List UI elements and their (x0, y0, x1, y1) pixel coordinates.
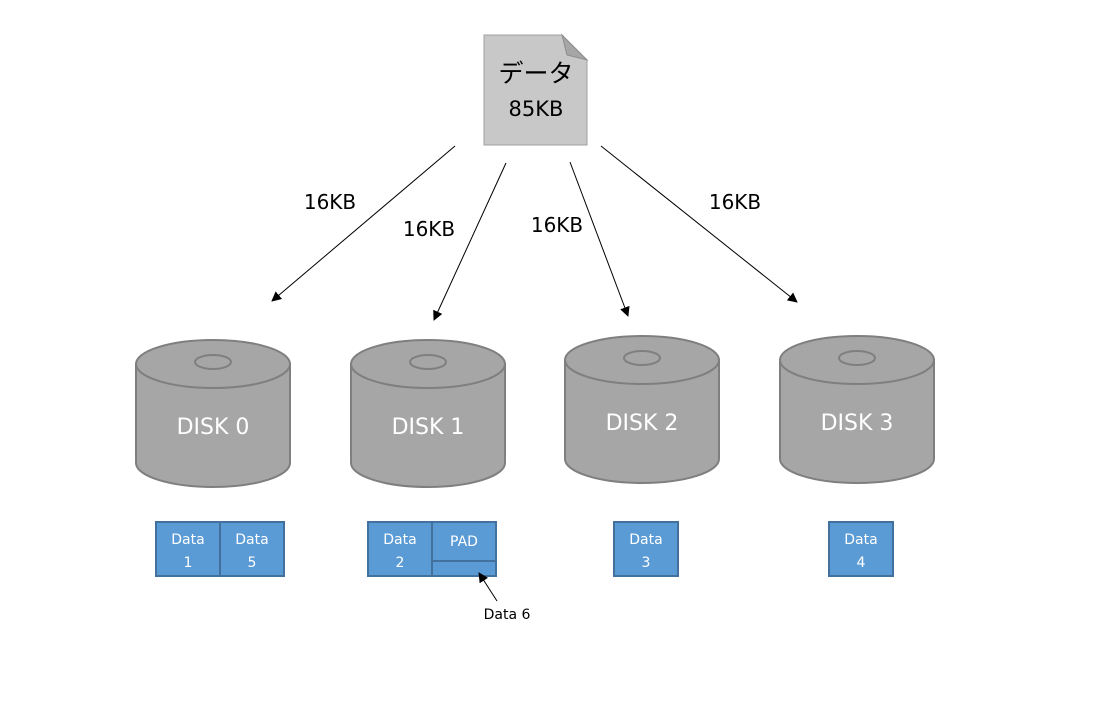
arrow-label-disk1: 16KB (403, 217, 455, 241)
block-data-5: Data 5 (219, 521, 285, 577)
block-number: 1 (184, 555, 193, 571)
disk-body (564, 359, 720, 484)
block-rect (431, 521, 497, 562)
block-number: 2 (396, 555, 405, 571)
arrow-label-disk3: 16KB (709, 190, 761, 214)
arrow-to-disk0 (271, 145, 456, 302)
source-size: 85KB (509, 97, 564, 121)
disk-0: DISK 0 (135, 339, 291, 488)
disk-spindle-icon (623, 350, 661, 366)
block-data-4: Data 4 (828, 521, 894, 577)
block-number: 4 (857, 555, 866, 571)
arrow-to-disk3 (600, 145, 798, 303)
block-rect (828, 521, 894, 577)
disk-body (350, 363, 506, 488)
block-label: PAD (450, 534, 478, 550)
block-rect (155, 521, 221, 577)
disk-body (135, 363, 291, 488)
block-data-1: Data 1 (155, 521, 221, 577)
callout-arrow (478, 572, 498, 602)
disk-3: DISK 3 (779, 335, 935, 484)
block-data-6 (431, 560, 497, 577)
disk-1: DISK 1 (350, 339, 506, 488)
arrow-to-disk1 (433, 162, 507, 321)
disk-spindle-icon (838, 350, 876, 366)
block-rect (431, 560, 497, 577)
block-data-3: Data 3 (613, 521, 679, 577)
block-number: 3 (642, 555, 651, 571)
disk-label: DISK 2 (606, 411, 679, 436)
block-label: Data (235, 532, 268, 548)
block-rect (219, 521, 285, 577)
disk-label: DISK 1 (392, 415, 465, 440)
disk-spindle-icon (409, 354, 447, 370)
disk-label: DISK 3 (821, 411, 894, 436)
document-fold-icon (561, 33, 589, 61)
block-label: Data (171, 532, 204, 548)
block-rect (613, 521, 679, 577)
arrow-to-disk2 (569, 161, 630, 317)
disk-label: DISK 0 (177, 415, 250, 440)
source-title: データ (498, 59, 573, 88)
arrow-label-disk2: 16KB (531, 213, 583, 237)
callout-label: Data 6 (484, 607, 531, 623)
block-data-2: Data 2 (367, 521, 433, 577)
source-document: データ 85KB (483, 33, 589, 146)
disk-2: DISK 2 (564, 335, 720, 484)
document-icon (483, 34, 588, 146)
arrow-label-disk0: 16KB (304, 190, 356, 214)
disk-spindle-icon (194, 354, 232, 370)
disk-top (350, 339, 506, 389)
block-label: Data (383, 532, 416, 548)
disk-body (779, 359, 935, 484)
block-label: Data (844, 532, 877, 548)
block-number: 5 (248, 555, 257, 571)
block-rect (367, 521, 433, 577)
disk-top (779, 335, 935, 385)
disk-top (135, 339, 291, 389)
disk-top (564, 335, 720, 385)
block-label: Data (629, 532, 662, 548)
block-pad: PAD (431, 521, 497, 562)
